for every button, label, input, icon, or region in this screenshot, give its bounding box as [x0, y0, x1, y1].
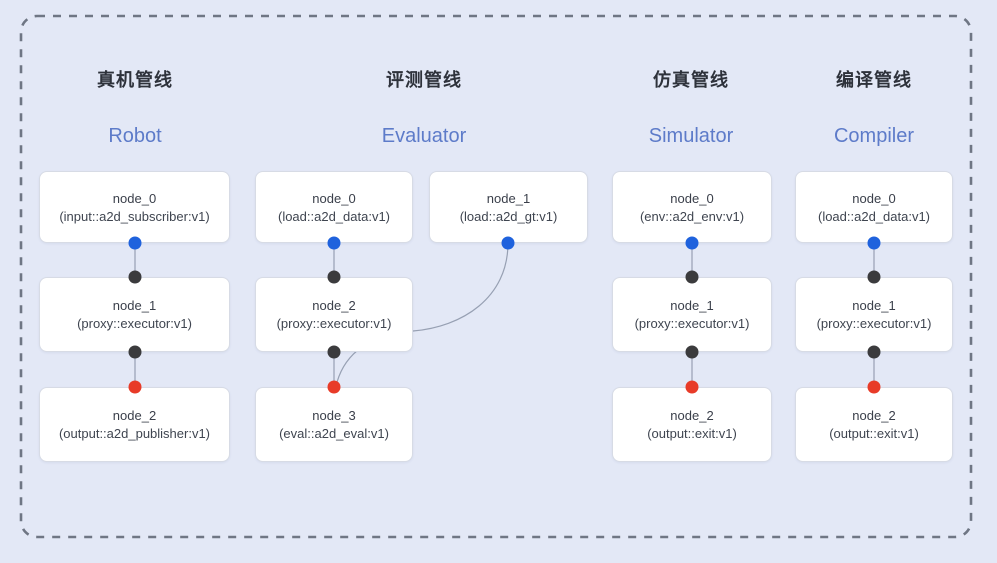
input-port-dot — [327, 380, 341, 394]
node-type: (output::a2d_publisher:v1) — [58, 426, 211, 441]
input-port-dot — [128, 270, 142, 284]
node-box-simulator-node0: node_0 (env::a2d_env:v1) — [612, 171, 772, 243]
title-cn-robot: 真机管线 — [97, 70, 173, 90]
node-name: node_0 — [112, 190, 157, 206]
output-port-dot — [867, 345, 881, 359]
title-en-simulator: Simulator — [648, 125, 734, 147]
output-port-dot — [685, 236, 699, 250]
node-type: (proxy::executor:v1) — [634, 316, 750, 331]
input-port-dot — [867, 380, 881, 394]
edge-evaluator-1-3-curve — [335, 242, 509, 387]
input-port-dot — [128, 380, 142, 394]
output-port-dot — [327, 345, 341, 359]
node-type: (load::a2d_data:v1) — [817, 208, 931, 224]
input-port-dot — [327, 270, 341, 284]
node-box-evaluator-node1: node_1 (load::a2d_gt:v1) — [429, 171, 588, 243]
node-name: node_0 — [670, 190, 714, 206]
node-name: node_0 — [852, 190, 896, 206]
node-type: (output::exit:v1) — [829, 426, 919, 441]
node-type: (proxy::executor:v1) — [816, 316, 932, 331]
output-port-dot — [685, 345, 699, 359]
node-box-robot-node1: node_1 (proxy::executor:v1) — [39, 277, 230, 352]
node-name: node_1 — [486, 190, 531, 206]
node-name: node_2 — [852, 408, 896, 423]
node-box-simulator-node1: node_1 (proxy::executor:v1) — [612, 277, 772, 352]
node-name: node_2 — [312, 298, 356, 313]
input-port-dot — [685, 270, 699, 284]
output-port-dot — [128, 236, 142, 250]
title-cn-evaluator: 评测管线 — [386, 70, 462, 90]
node-name: node_1 — [670, 298, 714, 313]
title-en-evaluator: Evaluator — [381, 125, 467, 147]
node-box-simulator-node2: node_2 (output::exit:v1) — [612, 387, 772, 462]
node-box-evaluator-node3: node_3 (eval::a2d_eval:v1) — [255, 387, 413, 462]
node-box-evaluator-node0: node_0 (load::a2d_data:v1) — [255, 171, 413, 243]
node-type: (proxy::executor:v1) — [276, 316, 392, 331]
node-name: node_0 — [312, 190, 356, 206]
node-type: (load::a2d_gt:v1) — [459, 208, 558, 224]
node-type: (input::a2d_subscriber:v1) — [59, 208, 210, 224]
title-en-robot: Robot — [108, 125, 162, 147]
node-box-compiler-node1: node_1 (proxy::executor:v1) — [795, 277, 953, 352]
title-cn-simulator: 仿真管线 — [653, 70, 729, 90]
node-name: node_2 — [112, 408, 157, 423]
node-type: (output::exit:v1) — [647, 426, 737, 441]
node-box-evaluator-node2: node_2 (proxy::executor:v1) — [255, 277, 413, 352]
input-port-dot — [867, 270, 881, 284]
node-name: node_2 — [670, 408, 714, 423]
node-type: (proxy::executor:v1) — [77, 316, 192, 331]
node-box-compiler-node0: node_0 (load::a2d_data:v1) — [795, 171, 953, 243]
node-name: node_1 — [112, 298, 157, 313]
node-name: node_1 — [852, 298, 896, 313]
node-box-robot-node0: node_0 (input::a2d_subscriber:v1) — [39, 171, 230, 243]
input-port-dot — [685, 380, 699, 394]
title-cn-compiler: 编译管线 — [836, 70, 912, 90]
dashed-frame — [19, 14, 973, 539]
title-en-compiler: Compiler — [833, 125, 915, 147]
node-type: (env::a2d_env:v1) — [639, 208, 745, 224]
node-box-compiler-node2: node_2 (output::exit:v1) — [795, 387, 953, 462]
output-port-dot — [327, 236, 341, 250]
node-box-robot-node2: node_2 (output::a2d_publisher:v1) — [39, 387, 230, 462]
node-type: (eval::a2d_eval:v1) — [279, 426, 389, 441]
output-port-dot — [867, 236, 881, 250]
output-port-dot — [501, 236, 515, 250]
node-name: node_3 — [312, 408, 356, 423]
node-type: (load::a2d_data:v1) — [277, 208, 391, 224]
output-port-dot — [128, 345, 142, 359]
